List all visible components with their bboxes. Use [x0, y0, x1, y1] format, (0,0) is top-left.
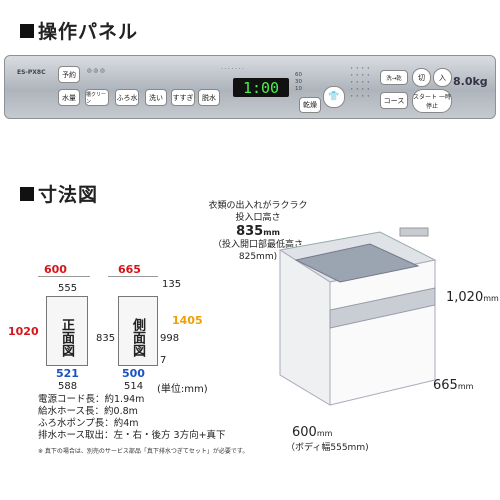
spec-label: ふろ水ポンプ長 — [38, 418, 105, 429]
washer-panel — [329, 287, 436, 329]
callout-value: 835 — [236, 224, 264, 239]
unit-label: (単位:mm) — [157, 384, 208, 395]
front-width-bottom-outer: 588 — [58, 381, 78, 392]
power-off-button[interactable]: 切 — [412, 68, 431, 87]
indicator-icon: ◎ ◎ ◎ — [87, 68, 105, 74]
specs-list: 電源コード長：約1.94m 給水ホース長：約0.8m ふろ水ポンプ長：約4m 排… — [38, 394, 226, 442]
dry-button[interactable]: 乾燥 — [299, 97, 321, 113]
time-display: 1:00 — [233, 78, 289, 97]
wash-button[interactable]: 洗い — [145, 89, 167, 106]
tub-clean-button[interactable]: 槽クリーン — [85, 89, 109, 106]
front-view-label: 正面図 — [59, 318, 74, 357]
spec-value: ：約4m — [104, 418, 139, 429]
wash-dry-button[interactable]: 洗→乾 — [380, 70, 408, 85]
power-on-button[interactable]: 入 — [433, 68, 452, 87]
reserve-button[interactable]: 予約 — [58, 66, 80, 83]
dim-line — [108, 276, 158, 277]
side-height-left: 835 — [96, 333, 116, 344]
side-depth-bottom-inner: 500 — [122, 367, 145, 380]
course-button[interactable]: コース — [380, 92, 408, 109]
photo-depth-value: 665 — [433, 378, 458, 393]
panel-section-title: 操作パネル — [20, 17, 138, 44]
opening-height-callout: 衣類の出入れがラクラク 投入口高さ 835mm （投入開口部最低高さ 825mm… — [198, 200, 318, 263]
callout-line1: 衣類の出入れがラクラク — [208, 201, 308, 211]
front-width-bottom-inner: 521 — [56, 367, 79, 380]
photo-height-value: 1,020 — [446, 290, 484, 305]
callout-line2: 投入口高さ — [235, 213, 281, 223]
section-bullet — [20, 186, 34, 201]
photo-width-value: 600 — [292, 425, 317, 440]
side-top-offset: 135 — [162, 279, 182, 290]
front-width-inner: 555 — [58, 283, 78, 294]
model-label: ES-PX8C — [17, 69, 46, 76]
photo-body-width: （ボディ幅555mm) — [286, 443, 369, 453]
display-scale: · · · · · · · — [221, 66, 244, 72]
callout-unit: mm — [263, 228, 280, 237]
front-height: 1020 — [8, 325, 39, 338]
photo-depth-unit: mm — [457, 382, 474, 391]
dims-section-title-text: 寸法図 — [38, 184, 99, 206]
photo-height-dim: 1,020mm — [446, 290, 499, 305]
spin-button[interactable]: 脱水 — [198, 89, 220, 106]
front-width-top: 600 — [44, 263, 67, 276]
panel-section-title-text: 操作パネル — [38, 21, 139, 43]
course-list: ・・・・・・・・・・・・・・・・・・・・ — [349, 66, 372, 100]
spec-note: ※ 真下の場合は、別売のサービス部品「真下排水つぎてセット」が必要です。 — [38, 448, 249, 455]
clothes-icon[interactable]: 👕 — [323, 86, 345, 108]
side-base: 7 — [160, 355, 167, 366]
washer-handle — [399, 227, 429, 237]
water-level-button[interactable]: 水量 — [58, 89, 80, 106]
spec-value: ：左・右・後方 3方向+真下 — [104, 430, 226, 441]
spec-row: ふろ水ポンプ長：約4m — [38, 418, 226, 430]
dims-section-title: 寸法図 — [20, 180, 98, 207]
start-button[interactable]: スタート 一時停止 — [412, 89, 452, 113]
section-bullet — [20, 23, 34, 38]
spec-value: ：約0.8m — [94, 406, 138, 417]
spec-label: 給水ホース長 — [38, 406, 95, 417]
side-depth-top: 665 — [118, 263, 141, 276]
spec-row: 電源コード長：約1.94m — [38, 394, 226, 406]
washer-lid — [294, 243, 420, 283]
photo-height-unit: mm — [483, 294, 499, 303]
spec-label: 電源コード長 — [38, 394, 96, 405]
photo-width-dim: 600mm — [292, 425, 332, 440]
front-view-outline — [46, 296, 88, 366]
spec-row: 給水ホース長：約0.8m — [38, 406, 226, 418]
spec-label: 排水ホース取出 — [38, 430, 105, 441]
washer-illustration — [278, 227, 437, 406]
side-height-right: 998 — [160, 333, 180, 344]
callout-sub2: 825mm) — [238, 252, 278, 262]
callout-value-row: 835mm — [198, 224, 318, 239]
control-panel: ES-PX8C 予約 水量 ◎ ◎ ◎ 槽クリーン ふろ水 洗い すすぎ 脱水 … — [4, 55, 496, 119]
side-depth-bottom-outer: 514 — [124, 381, 144, 392]
callout-sub1: （投入開口部最低高さ — [212, 240, 303, 250]
spec-value: ：約1.94m — [95, 394, 145, 405]
bath-water-button[interactable]: ふろ水 — [115, 89, 139, 106]
side-view-label: 側面図 — [130, 318, 145, 357]
capacity-label: 8.0kg — [453, 75, 488, 88]
side-view-outline — [118, 296, 158, 366]
spec-row: 排水ホース取出：左・右・後方 3方向+真下 — [38, 430, 226, 442]
side-height-open: 1405 — [172, 314, 203, 327]
photo-width-unit: mm — [316, 429, 333, 438]
dim-line — [38, 276, 90, 277]
photo-depth-dim: 665mm — [433, 378, 473, 393]
washer-front — [329, 259, 436, 406]
rinse-button[interactable]: すすぎ — [171, 89, 195, 106]
